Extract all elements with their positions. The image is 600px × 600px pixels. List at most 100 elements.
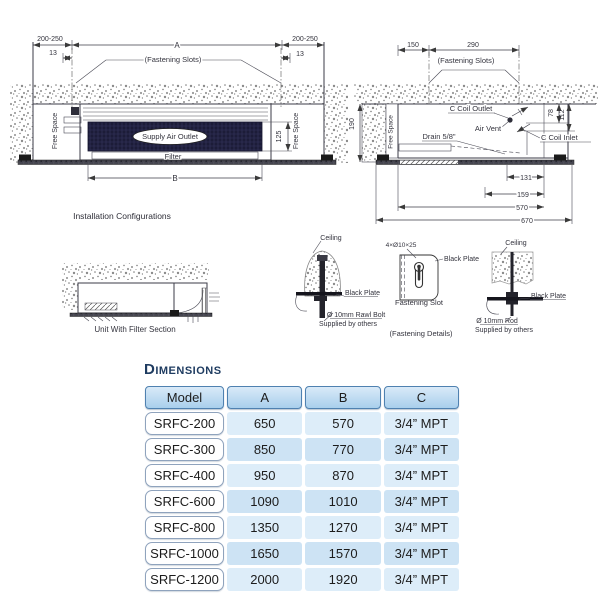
- airflow-down-arrows: [187, 316, 199, 323]
- value-cell-c: 3/4” MPT: [383, 438, 459, 461]
- filter-strip: [91, 151, 259, 160]
- black-plate-label: Black Plate: [345, 290, 380, 297]
- wall-hatch: [62, 280, 78, 310]
- value-cell-b: 1270: [305, 516, 381, 539]
- value-cell-c: 3/4” MPT: [383, 568, 459, 591]
- col-header-b: B: [305, 386, 381, 409]
- value-cell-c: 3/4” MPT: [383, 490, 459, 513]
- black-plate-label: Black Plate: [531, 293, 566, 300]
- air-vent-label: Air Vent: [475, 124, 502, 133]
- fastening-slot-detail: 4×Ø10×25 Black Plate Fastening Slot (Fas…: [386, 242, 479, 338]
- free-space-label: Free Space: [388, 115, 395, 149]
- col-header-a: A: [226, 386, 303, 409]
- outlet-label-ellipse: [132, 128, 208, 145]
- col-header-model: Model: [145, 386, 224, 409]
- airflow-out-arrows: [209, 292, 220, 302]
- return-grille: [201, 287, 208, 315]
- right-wall-hatch: [324, 104, 348, 163]
- pipe-stub: [63, 126, 82, 134]
- coil-inlet-arrow: [516, 123, 531, 133]
- pipe-stub: [63, 116, 82, 124]
- installation-drawings: Supply Air Outlet Filter 125 B 200-250 A…: [10, 36, 598, 338]
- model-cell: SRFC-600: [145, 490, 224, 513]
- slab-hatch: [62, 263, 209, 280]
- nut: [314, 296, 327, 301]
- value-cell-b: 1010: [305, 490, 381, 513]
- value-cell-b: 1920: [305, 568, 381, 591]
- hanger-foot: [19, 154, 31, 161]
- header-row: Model A B C: [145, 386, 459, 409]
- dim-125: 125: [276, 131, 283, 143]
- wall-hatch: [361, 103, 387, 163]
- value-cell-c: 3/4” MPT: [383, 542, 459, 565]
- board-hatch: [400, 160, 458, 164]
- model-cell: SRFC-400: [145, 464, 224, 487]
- table-row: SRFC-600 1090 1010 3/4” MPT: [145, 490, 459, 513]
- filter-label: Filter: [165, 152, 182, 161]
- dim-190: 190: [349, 118, 356, 130]
- value-cell-a: 1350: [226, 516, 303, 539]
- model-cell: SRFC-1000: [145, 542, 224, 565]
- unit-with-filter-detail: Unit With Filter Section: [62, 263, 220, 334]
- bolt-shaft: [417, 266, 421, 281]
- value-cell-a: 1650: [226, 542, 303, 565]
- air-vent-symbol: [507, 117, 513, 123]
- rod-label: Ø 10mm Rod: [476, 318, 518, 325]
- value-cell-a: 650: [226, 412, 303, 435]
- ceiling-slab-hatch: [10, 84, 348, 104]
- value-cell-a: 1090: [226, 490, 303, 513]
- dim-159: 159: [517, 192, 529, 199]
- rod-detail: Ceiling Black Plate Ø 10mm Rod Supplied …: [475, 240, 566, 334]
- filter-unit-caption: Unit With Filter Section: [94, 325, 175, 334]
- dim-131: 131: [520, 175, 532, 182]
- dim-78: 78: [548, 109, 555, 117]
- ceiling-board: [17, 159, 337, 165]
- ceiling-label: Ceiling: [320, 235, 342, 242]
- ceiling-board: [69, 312, 213, 317]
- hanger-foot: [377, 154, 389, 161]
- left-wall-hatch: [10, 104, 33, 163]
- fastening-slot-caption: Fastening Slot: [395, 298, 444, 307]
- value-cell-a: 850: [226, 438, 303, 461]
- dim-670: 670: [521, 218, 533, 225]
- side-view-diagram: 190 Free Space C Coil Outlet Air Vent Dr…: [349, 42, 598, 227]
- fastening-slots-label: (Fastening Slots): [145, 55, 202, 64]
- value-cell-c: 3/4” MPT: [383, 464, 459, 487]
- col-header-c: C: [383, 386, 459, 409]
- nut-upper: [506, 292, 518, 297]
- table-row: SRFC-800 1350 1270 3/4” MPT: [145, 516, 459, 539]
- drain-label: Drain 5/8": [422, 132, 455, 141]
- table-row: SRFC-1200 2000 1920 3/4” MPT: [145, 568, 459, 591]
- dim-200-250-right: 200-250: [292, 36, 318, 43]
- value-cell-c: 3/4” MPT: [383, 516, 459, 539]
- table-row: SRFC-400 950 870 3/4” MPT: [145, 464, 459, 487]
- dim-150: 150: [407, 42, 419, 49]
- value-cell-b: 1570: [305, 542, 381, 565]
- supplied-by-others-label: Supplied by others: [319, 321, 377, 328]
- hanger-foot: [170, 310, 179, 316]
- c-coil-inlet-label: C Coil Inlet: [541, 133, 579, 142]
- value-cell-b: 770: [305, 438, 381, 461]
- model-cell: SRFC-800: [145, 516, 224, 539]
- table-row: SRFC-200 650 570 3/4” MPT: [145, 412, 459, 435]
- coil-connection: [71, 107, 79, 115]
- rawl-bolt: [319, 260, 325, 318]
- model-cell: SRFC-200: [145, 412, 224, 435]
- hanger-foot: [554, 154, 566, 161]
- black-plate: [487, 297, 543, 301]
- table-row: SRFC-300 850 770 3/4” MPT: [145, 438, 459, 461]
- value-cell-a: 2000: [226, 568, 303, 591]
- bolt-anchor: [317, 255, 328, 261]
- rawl-bolt-label: Ø 10mm Rawl Bolt: [327, 312, 385, 319]
- model-cell: SRFC-300: [145, 438, 224, 461]
- c-coil-outlet-label: C Coil Outlet: [450, 104, 493, 113]
- drain-pipe: [398, 143, 452, 152]
- dim-290: 290: [467, 42, 479, 49]
- installation-caption: Installation Configurations: [73, 211, 171, 221]
- value-cell-c: 3/4” MPT: [383, 412, 459, 435]
- dim-200-250-left: 200-250: [37, 36, 63, 43]
- dim-13-right: 13: [296, 51, 304, 58]
- model-cell: SRFC-1200: [145, 568, 224, 591]
- free-space-right-label: Free Space: [293, 113, 300, 149]
- hanger-foot: [321, 154, 333, 161]
